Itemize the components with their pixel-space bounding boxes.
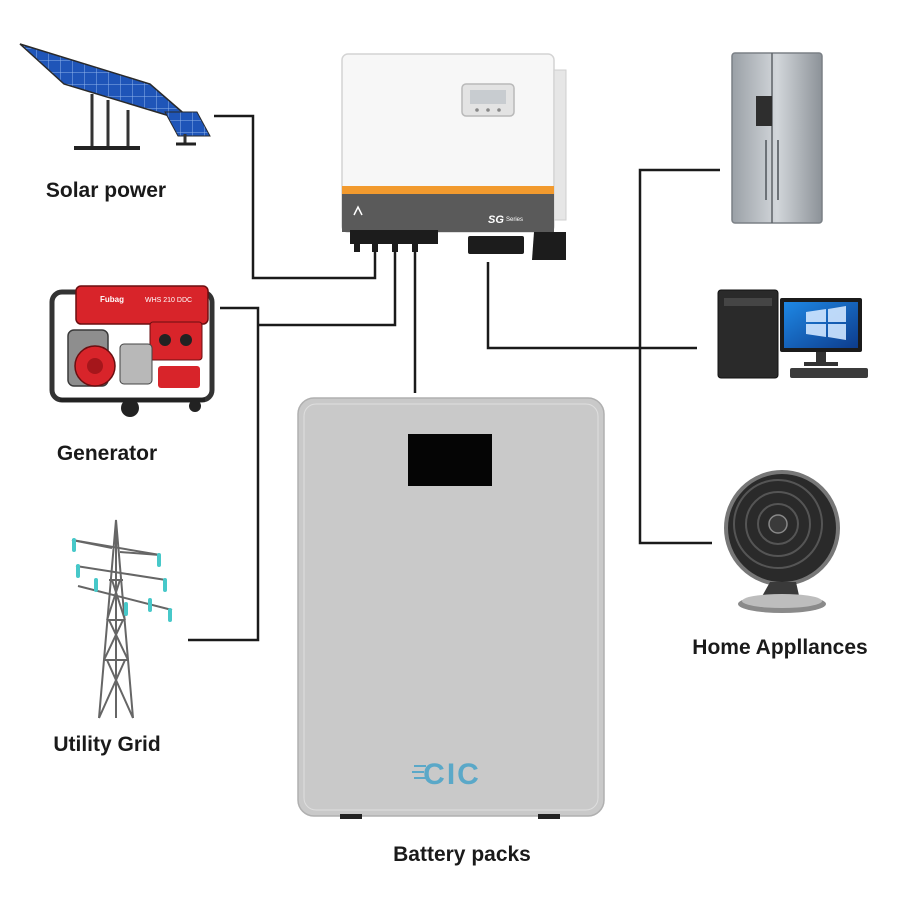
battery-display	[408, 434, 492, 486]
utility-tower-icon	[71, 519, 173, 719]
inverter-icon: SG Series	[341, 53, 567, 260]
label-solar-power: Solar power	[46, 179, 166, 202]
inverter-series-suffix: Series	[506, 217, 523, 223]
label-utility-grid: Utility Grid	[53, 733, 160, 756]
battery-pack-icon: CIC	[297, 397, 605, 819]
generator-model-text: WHS 210 DDC	[145, 297, 192, 304]
refrigerator-icon	[731, 52, 823, 224]
inverter-series-mark: SG	[488, 214, 504, 226]
solar-panel-icon	[19, 43, 211, 150]
desktop-computer-icon	[717, 289, 868, 379]
battery-logo: CIC	[423, 758, 481, 791]
generator-icon: Fubag WHS 210 DDC	[49, 285, 215, 417]
desk-fan-icon	[724, 470, 840, 613]
wire-inverter-to-appliances	[486, 168, 720, 545]
wire-generator-grid-to-inverter	[188, 248, 397, 642]
label-home-appliances: Home Appllances	[692, 636, 867, 659]
label-battery-packs: Battery packs	[393, 843, 531, 866]
wires	[188, 114, 720, 642]
generator-brand-text: Fubag	[100, 295, 124, 304]
label-generator: Generator	[57, 442, 157, 465]
wire-solar-to-inverter	[214, 114, 377, 280]
